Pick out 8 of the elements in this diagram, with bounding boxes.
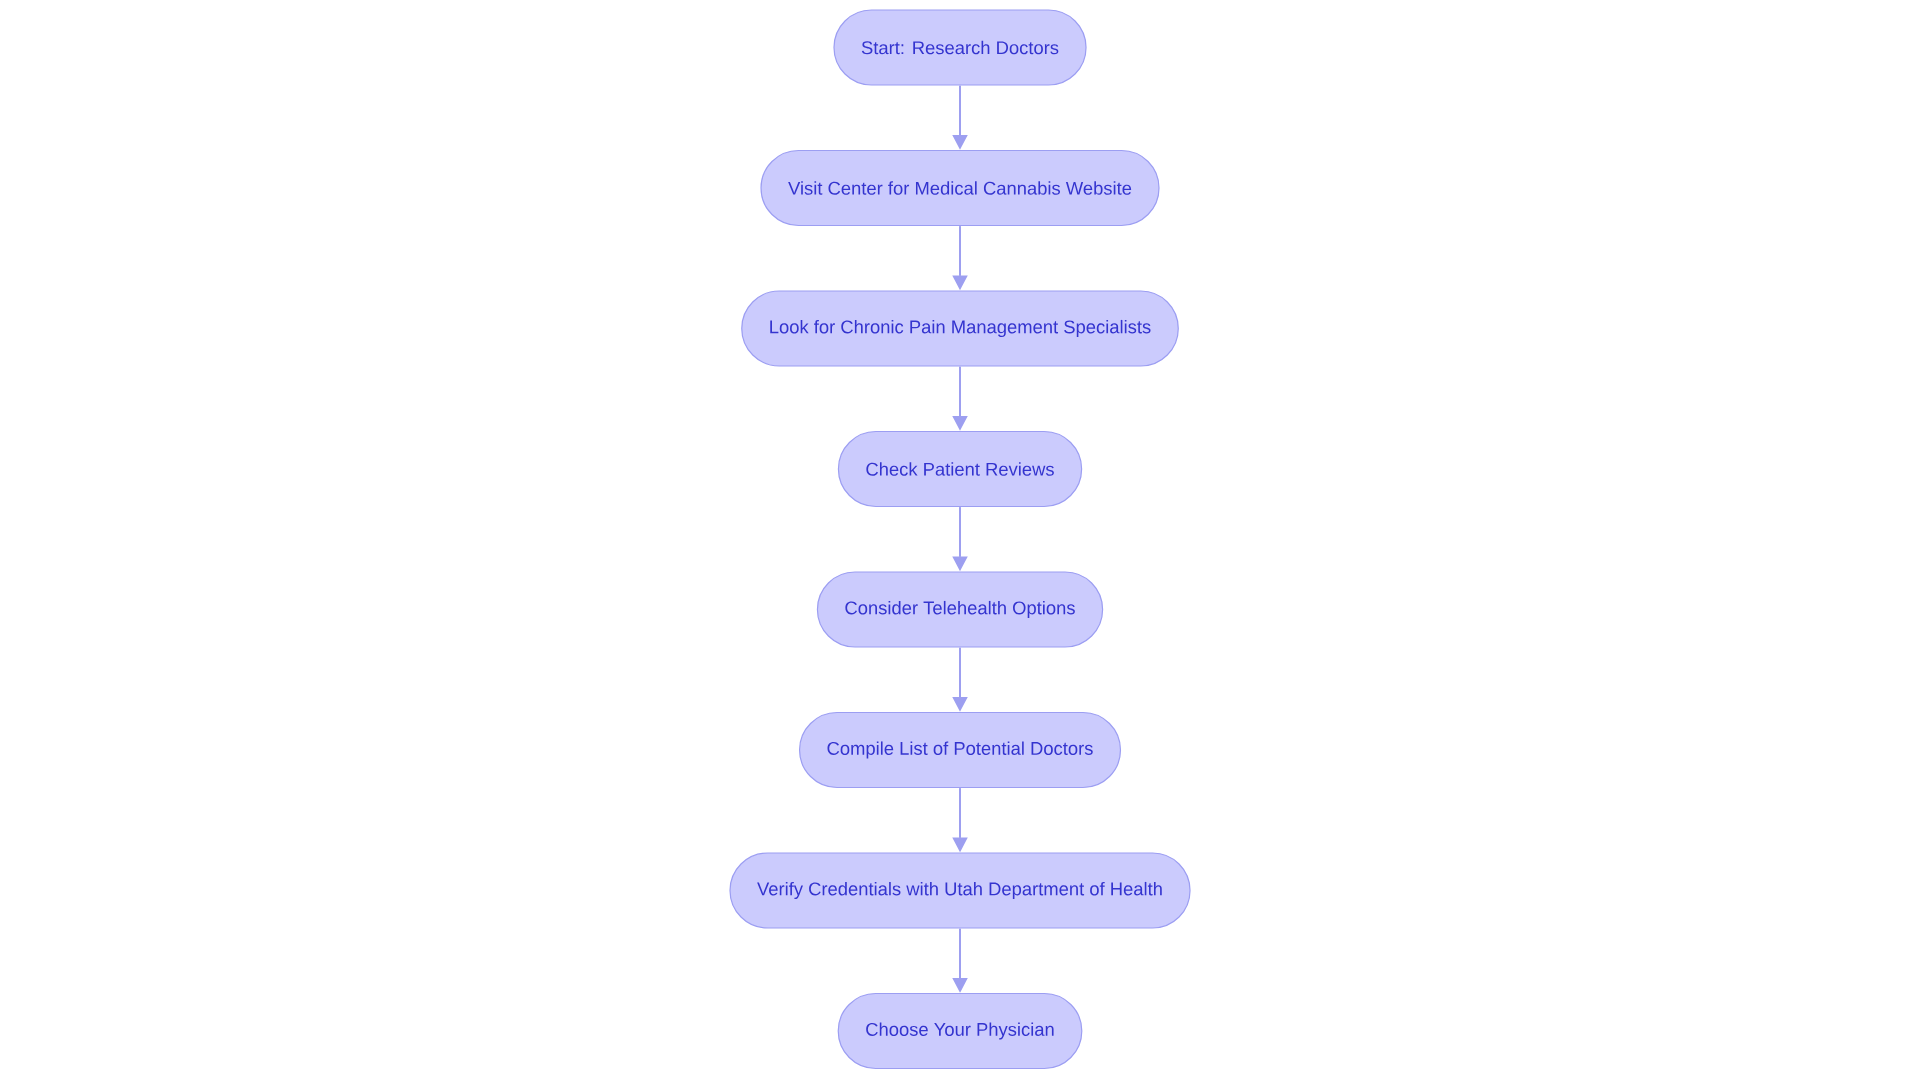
process-box: Look for Chronic Pain Management Specialists	[741, 290, 1179, 367]
process-box: Verify Credentials with Utah Department of Health	[729, 852, 1191, 929]
process-box: Compile List of Potential Doctors	[798, 711, 1122, 789]
process-box: Start: Research Doctors	[833, 9, 1087, 86]
process-box: Choose Your Physician	[837, 992, 1083, 1070]
process-box: Visit Center for Medical Cannabis Website	[760, 149, 1160, 227]
process-box: Check Patient Reviews	[837, 430, 1083, 508]
process-box: Consider Telehealth Options	[816, 571, 1104, 648]
